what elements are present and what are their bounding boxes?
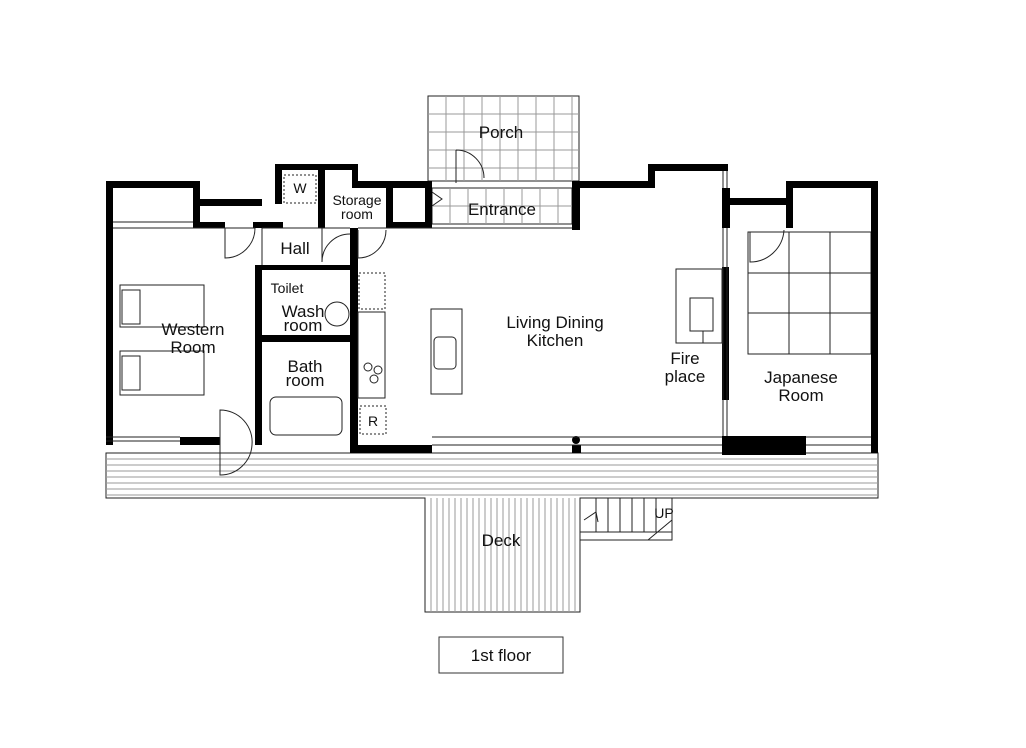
bed-icon <box>119 350 205 396</box>
hall-label: Hall <box>280 239 309 258</box>
floor-caption: 1st floor <box>438 636 564 674</box>
deck-label: Deck <box>482 531 521 550</box>
tatami-mats <box>747 229 872 355</box>
fixtures <box>119 174 723 436</box>
washbasin-icon <box>324 301 350 327</box>
stairs-up-label: UP <box>654 505 673 521</box>
counter-icon <box>357 311 386 399</box>
western-room-label: Western <box>162 320 225 339</box>
stairs <box>579 497 673 541</box>
door-swing-icon <box>224 227 256 259</box>
bathtub-icon <box>269 396 343 436</box>
bathroom-label: Bath <box>288 357 323 376</box>
floor-caption-text: 1st floor <box>471 646 532 665</box>
walls <box>106 164 878 455</box>
fridge-label: R <box>368 413 378 429</box>
fridge-icon <box>359 405 387 435</box>
entrance-label: Entrance <box>468 200 536 219</box>
japanese-room-label-2: Room <box>778 386 823 405</box>
sink-icon <box>433 336 457 370</box>
deck-area <box>105 452 879 613</box>
porch-door-icon <box>455 149 485 183</box>
room-labels: Porch Entrance W Storage room Hall Toile… <box>162 123 838 550</box>
japanese-room-label: Japanese <box>764 368 838 387</box>
w-closet-label: W <box>293 180 307 196</box>
washroom-label-2: room <box>284 316 323 335</box>
fireplace-icon <box>675 268 723 344</box>
windows <box>106 171 871 476</box>
storage-label-2: room <box>341 206 373 222</box>
ldk-label-2: Kitchen <box>527 331 584 350</box>
stove-icon <box>363 362 373 372</box>
porch-area <box>427 95 580 183</box>
bathroom-label-2: room <box>286 371 325 390</box>
ldk-label: Living Dining <box>506 313 603 332</box>
western-room-label-2: Room <box>170 338 215 357</box>
fireplace-label: Fire <box>670 349 699 368</box>
washroom-label: Wash <box>282 302 325 321</box>
toilet-label: Toilet <box>271 280 304 296</box>
storage-label: Storage <box>332 192 381 208</box>
kitchen-island-icon <box>430 308 463 395</box>
porch-label: Porch <box>479 123 523 142</box>
fireplace-label-2: place <box>665 367 706 386</box>
bed-icon <box>119 284 205 328</box>
